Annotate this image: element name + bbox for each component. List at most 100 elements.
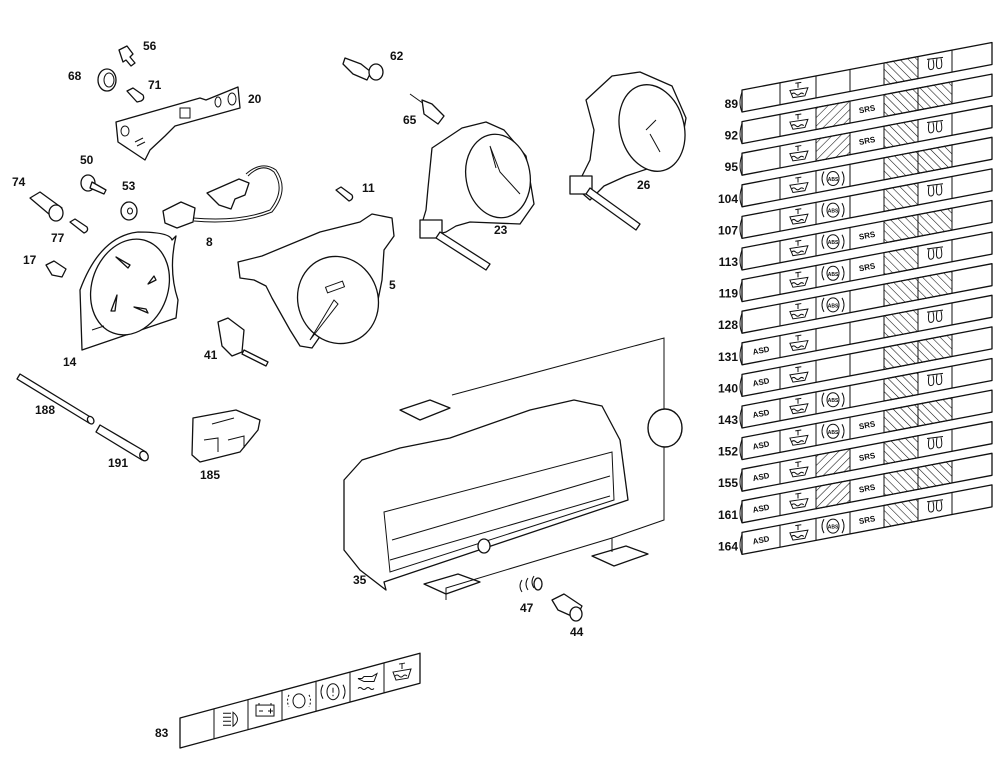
part-188-rod [16,373,95,425]
strip-cell-asd: ASD [752,534,771,546]
part-35-cluster-housing [343,399,649,595]
strip-cell-hatchr [883,308,919,339]
strip-label-140: 140 [718,381,738,395]
strip83-cell-coolant-level [392,662,412,681]
strip-label-131: 131 [718,350,738,364]
strip-cell-coolant [789,492,809,510]
strip-cell-hatchl [815,448,851,478]
svg-text:SRS: SRS [858,451,877,463]
strip83-cell-brake-pads [287,693,311,709]
svg-text:ABS: ABS [828,272,839,278]
strip-cell-hatchr [883,213,919,244]
callout-label-41: 41 [204,348,218,362]
strip-cell-coolant [789,113,809,130]
callout-label-56: 56 [143,39,157,53]
strip-cell-hatchr [883,435,919,465]
part-41-switch [217,317,269,367]
strip-cell-hatchl [815,132,851,162]
callout-label-35: 35 [353,573,367,587]
strip-cell-hatchr [883,119,919,149]
strip-label-161: 161 [718,508,738,522]
callout-label-77: 77 [51,231,65,245]
part-185-housing-bracket [191,409,261,463]
strip-cell-srs: SRS [858,514,877,526]
callout-label-14: 14 [63,355,77,369]
warning-strip-119: ABS SRS 119 [719,231,993,303]
svg-text:ABS: ABS [828,209,839,215]
strip-label-119: 119 [719,287,739,301]
svg-text:ABS: ABS [828,430,839,436]
strip-cell-hatchr [883,182,919,213]
strip-cell-hatchr [917,144,953,174]
part-5-speedometer [237,213,395,349]
svg-text:ASD: ASD [752,408,771,420]
strip-cell-srs: SRS [858,261,877,273]
strip-cell-abs: ABS [821,234,845,250]
strip83-cell-battery [255,703,275,717]
svg-text:ASD: ASD [752,345,771,357]
svg-text:ASD: ASD [752,439,771,451]
strip83-cell-brake [320,683,346,701]
callout-label-5: 5 [389,278,396,292]
part-47-spring [519,575,543,593]
callout-38-circle [647,408,683,448]
callout-label-20: 20 [248,92,262,106]
part-191-rod [95,424,149,462]
strip-cell-hatchr [917,81,953,111]
strip-cell-hatchr [917,270,953,301]
callout-label-53: 53 [122,179,136,193]
callout-label-191: 191 [108,456,128,470]
strip-cell-hatchr [883,466,919,497]
strip-cell-hatchl [815,479,851,510]
strip-cell-asd: ASD [752,503,771,515]
strip-cell-coolant [789,366,809,383]
strip-cell-coolant [789,429,809,446]
warning-strip-161: ASD SRS 161 [718,452,993,524]
strip-cell-loops [926,56,944,71]
strip-label-95: 95 [725,160,739,174]
strip-cell-loops [926,372,944,387]
strip83-cell-headlight [223,711,238,728]
svg-text:ABS: ABS [828,177,839,183]
warning-strip-83 [179,652,421,749]
strip-label-164: 164 [718,539,738,553]
part-65-knob [409,93,445,125]
part-23-clock [419,121,535,271]
strip-cell-asd: ASD [752,471,771,483]
strip-cell-coolant [789,271,809,288]
callout-label-47: 47 [520,601,534,615]
strip-cell-srs: SRS [858,103,877,115]
svg-text:ABS: ABS [828,303,839,309]
strip-cell-coolant [789,145,809,162]
svg-text:SRS: SRS [858,482,877,494]
strip-label-104: 104 [718,192,738,206]
warning-strip-131: ASD 131 [718,294,993,366]
callout-leader-38 [445,337,665,600]
callout-label-11: 11 [362,181,375,195]
svg-text:ASD: ASD [752,471,771,483]
svg-text:SRS: SRS [858,230,877,242]
part-71-bulb [126,87,145,103]
part-62-lamp-socket [342,57,384,81]
callout-label-23: 23 [494,223,508,237]
svg-text:SRS: SRS [858,135,877,147]
strip83-cell-oil-level [357,672,378,691]
part-56-bulb-socket [118,45,136,67]
callout-label-62: 62 [390,49,404,63]
strip-cell-loops [926,436,944,450]
strip-cell-loops [926,246,944,260]
callout-label-44: 44 [570,625,584,639]
strip-cell-hatchr [917,397,953,427]
part-74-lamp-socket [29,191,64,222]
strip-cell-srs: SRS [858,230,877,242]
strip-cell-loops [926,309,944,323]
strip-cell-asd: ASD [752,376,771,388]
strip-cell-abs: ABS [821,202,845,218]
